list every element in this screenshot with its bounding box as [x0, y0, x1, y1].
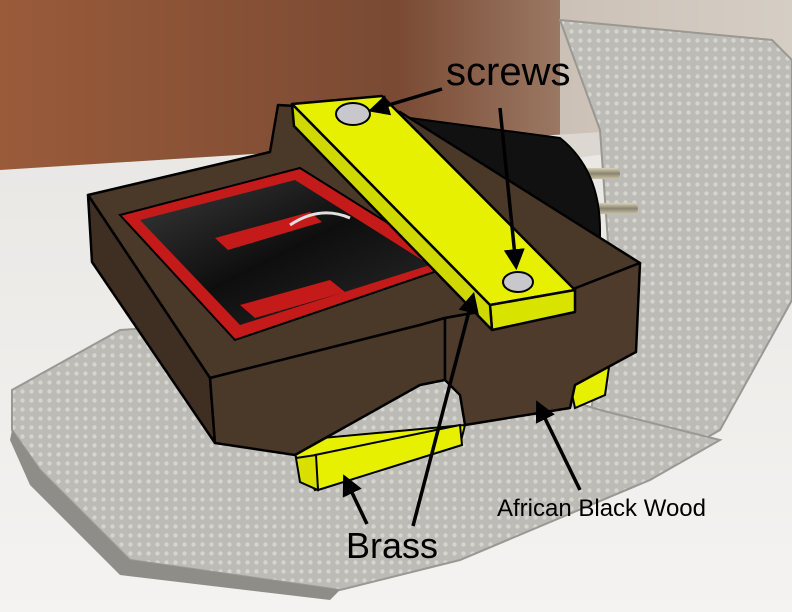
generator-window-glass: [140, 180, 430, 325]
wood-body-front-face: [208, 316, 447, 457]
screw-rear: [335, 102, 371, 126]
stand-base-edge: [10, 430, 340, 600]
arrow-wood-to-body: [535, 400, 582, 491]
screw-front: [502, 271, 534, 293]
label-screws: screws: [446, 50, 571, 94]
arrow-brass-to-base-plate: [342, 474, 369, 525]
brass-bar-side: [290, 102, 494, 332]
arrow-brass-to-top-bar: [411, 291, 479, 527]
terminal-pin-lower: [590, 203, 638, 214]
arrow-screws-to-front-screw: [498, 107, 525, 271]
label-african-black-wood: African Black Wood: [497, 495, 706, 522]
cantilever-wire: [289, 211, 351, 227]
window-red-strip-lower: [240, 280, 345, 318]
arrow-screws-to-rear-screw: [367, 87, 443, 116]
label-brass: Brass: [346, 525, 439, 566]
wood-body-right-block: [443, 261, 642, 427]
brass-base-side: [294, 453, 320, 492]
